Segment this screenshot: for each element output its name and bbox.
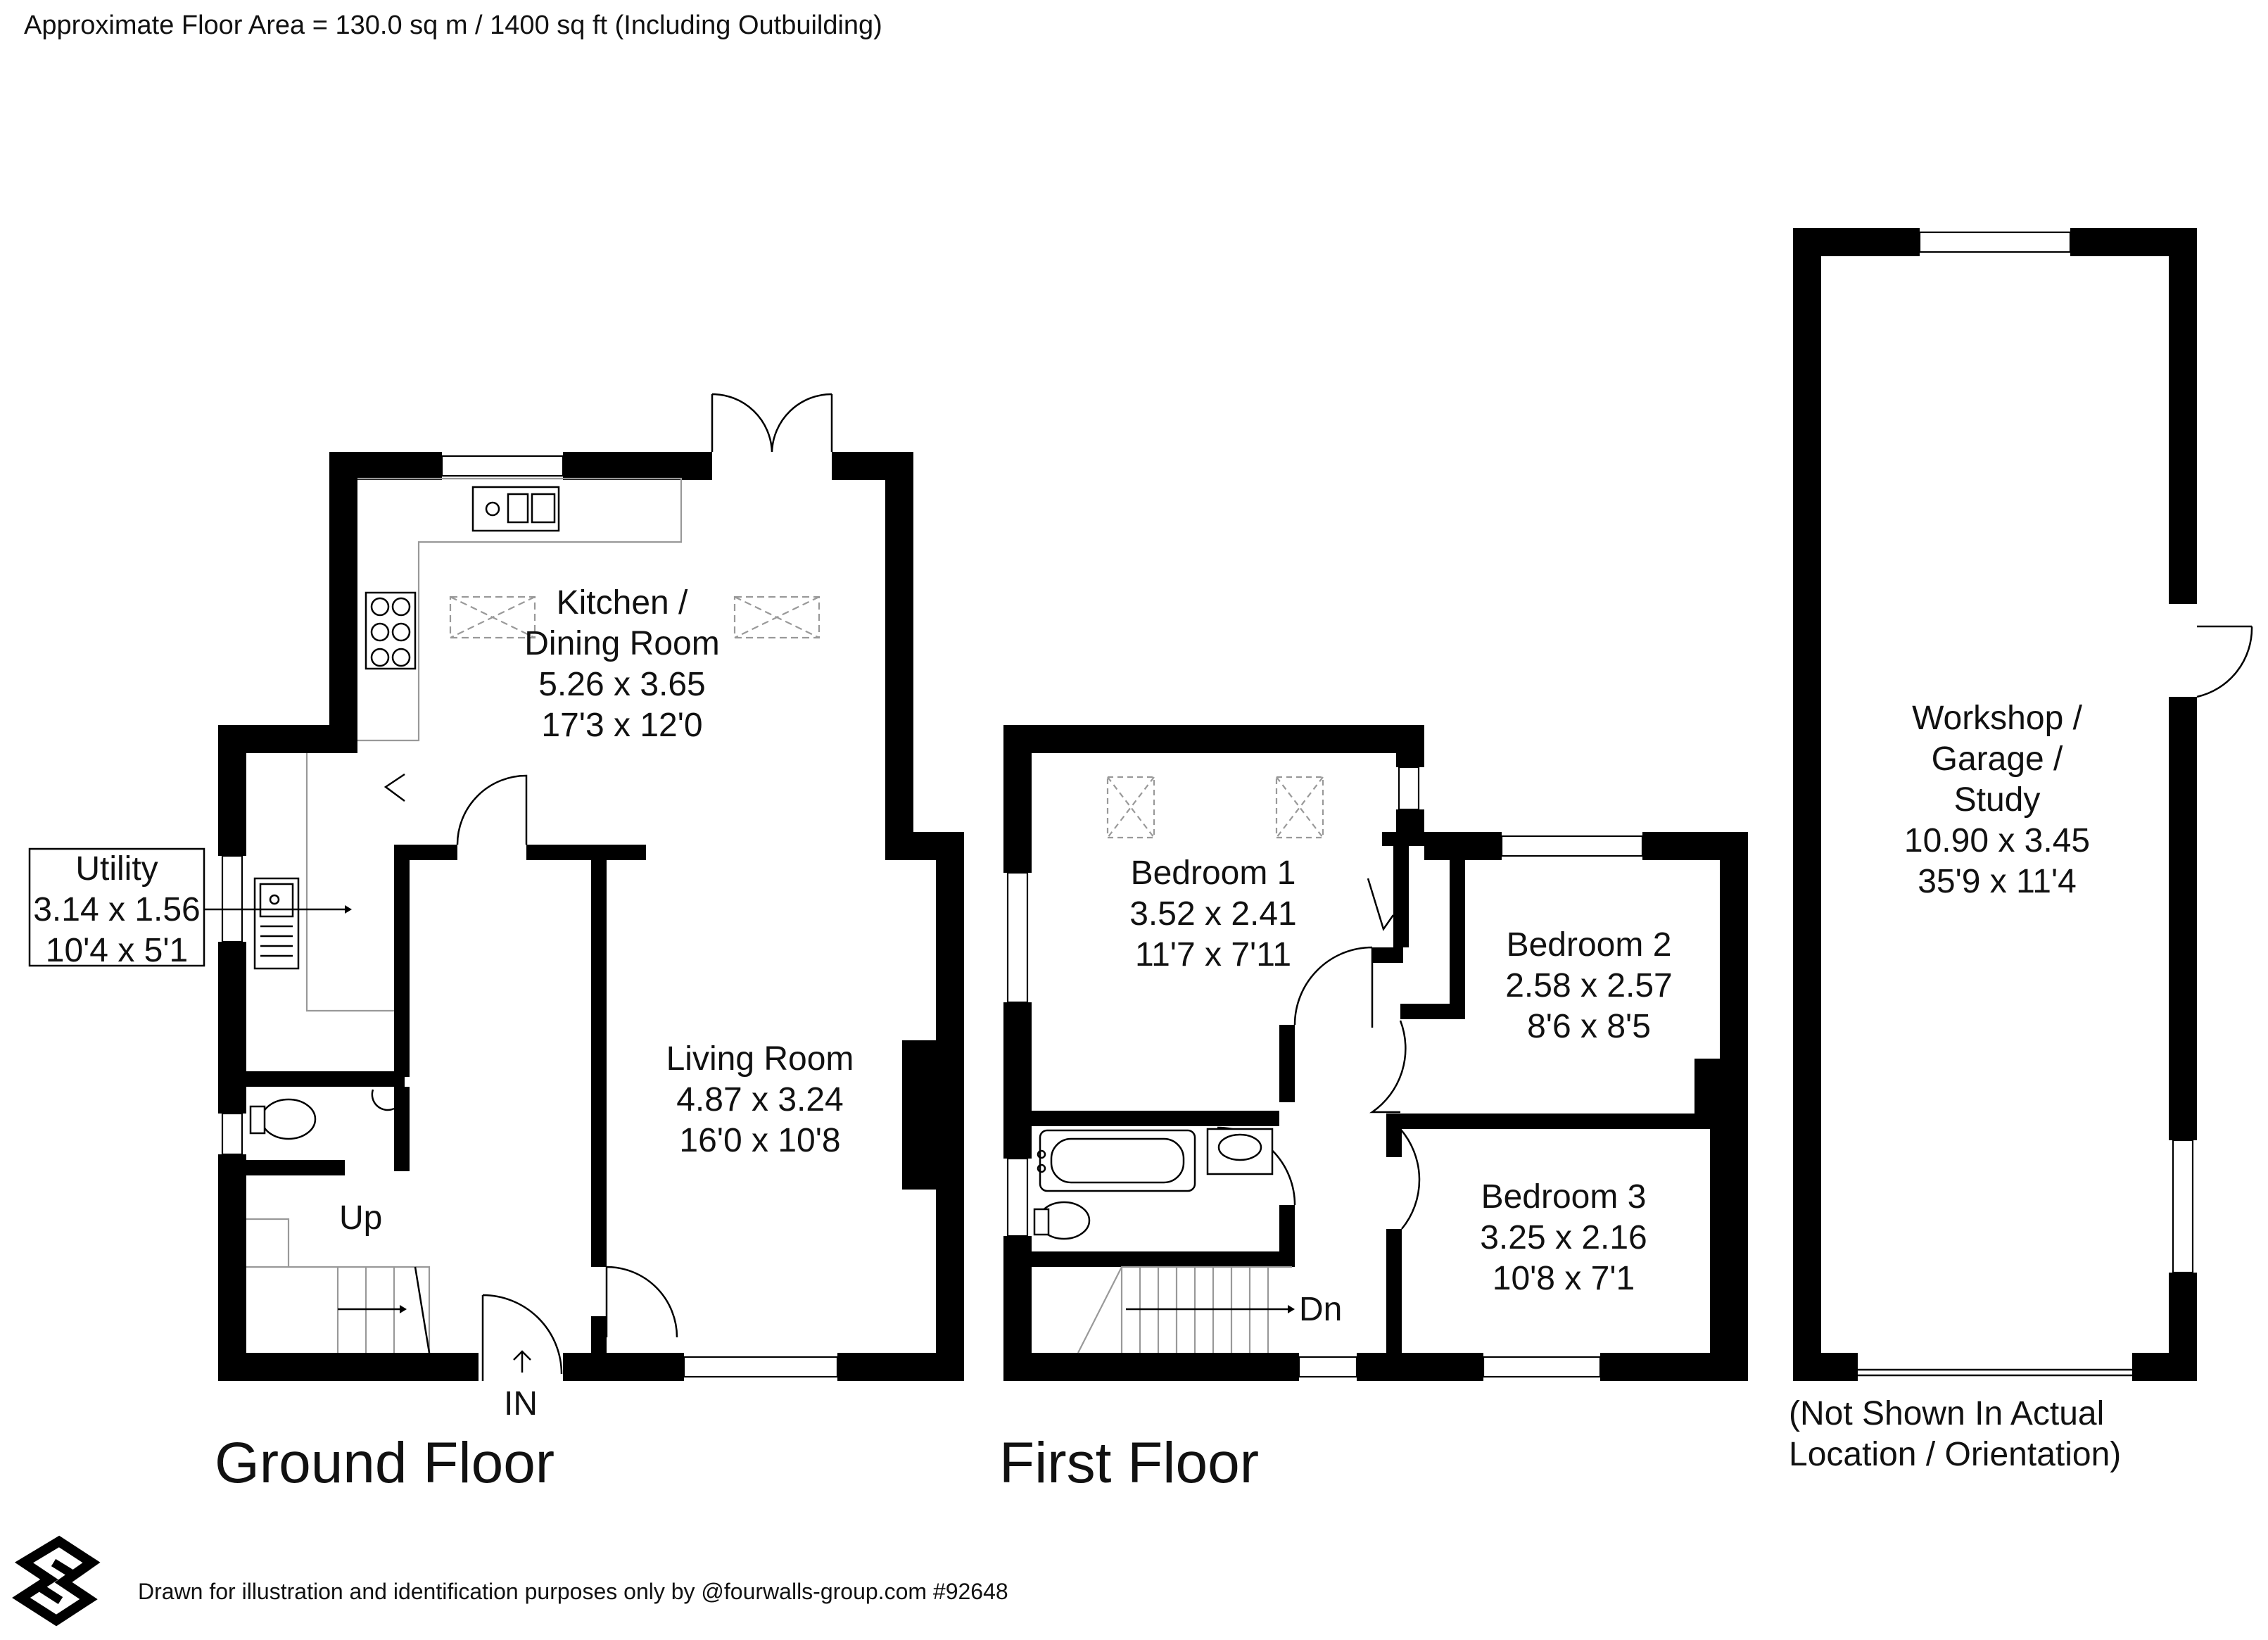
bedroom3-label: Bedroom 3 3.25 x 2.16 10'8 x 7'1 [1480, 1178, 1647, 1297]
living-room-label: Living Room 4.87 x 3.24 16'0 x 10'8 [666, 1040, 854, 1159]
kitchen-metric: 5.26 x 3.65 [538, 666, 706, 703]
first-floor-title: First Floor [999, 1431, 1259, 1495]
bedroom3-imperial: 10'8 x 7'1 [1493, 1260, 1635, 1297]
bedroom3-name: Bedroom 3 [1481, 1178, 1647, 1216]
bedroom1-imperial: 11'7 x 7'11 [1135, 936, 1291, 973]
living-metric: 4.87 x 3.24 [676, 1081, 844, 1118]
workshop-name-2: Garage / [1932, 740, 2063, 778]
bedroom1-metric: 3.52 x 2.41 [1129, 895, 1297, 933]
workshop-name-3: Study [1954, 781, 2041, 819]
footer-credit: Drawn for illustration and identificatio… [138, 1579, 1008, 1604]
entrance-label: IN [504, 1385, 538, 1423]
workshop-metric: 10.90 x 3.45 [1904, 822, 2090, 859]
bedroom2-imperial: 8'6 x 8'5 [1527, 1008, 1651, 1045]
kitchen-name: Kitchen / [557, 584, 688, 622]
utility-label-box [28, 847, 205, 967]
utility-metric: 3.14 x 1.56 [33, 891, 201, 928]
outbuilding-plan [1793, 228, 2253, 1381]
bedroom1-name: Bedroom 1 [1131, 854, 1296, 892]
outbuilding-note-line2: Location / Orientation) [1789, 1436, 2121, 1473]
stairs-up-label: Up [339, 1199, 382, 1237]
first-floor-plan [1003, 725, 1748, 1381]
stairs-down-label: Dn [1299, 1291, 1342, 1328]
living-name: Living Room [666, 1040, 854, 1078]
living-imperial: 16'0 x 10'8 [679, 1122, 840, 1159]
kitchen-name-2: Dining Room [524, 625, 719, 662]
ground-floor-title: Ground Floor [215, 1431, 555, 1495]
kitchen-label: Kitchen / Dining Room 5.26 x 3.65 17'3 x… [524, 584, 719, 744]
workshop-imperial: 35'9 x 11'4 [1918, 863, 2077, 900]
bedroom3-metric: 3.25 x 2.16 [1480, 1219, 1647, 1256]
utility-imperial: 10'4 x 5'1 [46, 932, 188, 969]
floor-area-text: Approximate Floor Area = 130.0 sq m / 14… [24, 11, 882, 40]
kitchen-imperial: 17'3 x 12'0 [541, 707, 702, 744]
fourwalls-logo-icon [12, 1535, 101, 1627]
utility-label: Utility 3.14 x 1.56 10'4 x 5'1 [28, 847, 205, 969]
ground-floor-plan [204, 393, 964, 1381]
workshop-name: Workshop / [1912, 700, 2083, 737]
utility-name: Utility [75, 850, 158, 888]
bedroom1-label: Bedroom 1 3.52 x 2.41 11'7 x 7'11 [1129, 854, 1297, 973]
workshop-label: Workshop / Garage / Study 10.90 x 3.45 3… [1904, 700, 2090, 900]
outbuilding-note-line1: (Not Shown In Actual [1789, 1395, 2104, 1432]
bedroom2-label: Bedroom 2 2.58 x 2.57 8'6 x 8'5 [1505, 926, 1673, 1045]
bedroom2-name: Bedroom 2 [1507, 926, 1672, 964]
bedroom2-metric: 2.58 x 2.57 [1505, 967, 1673, 1004]
